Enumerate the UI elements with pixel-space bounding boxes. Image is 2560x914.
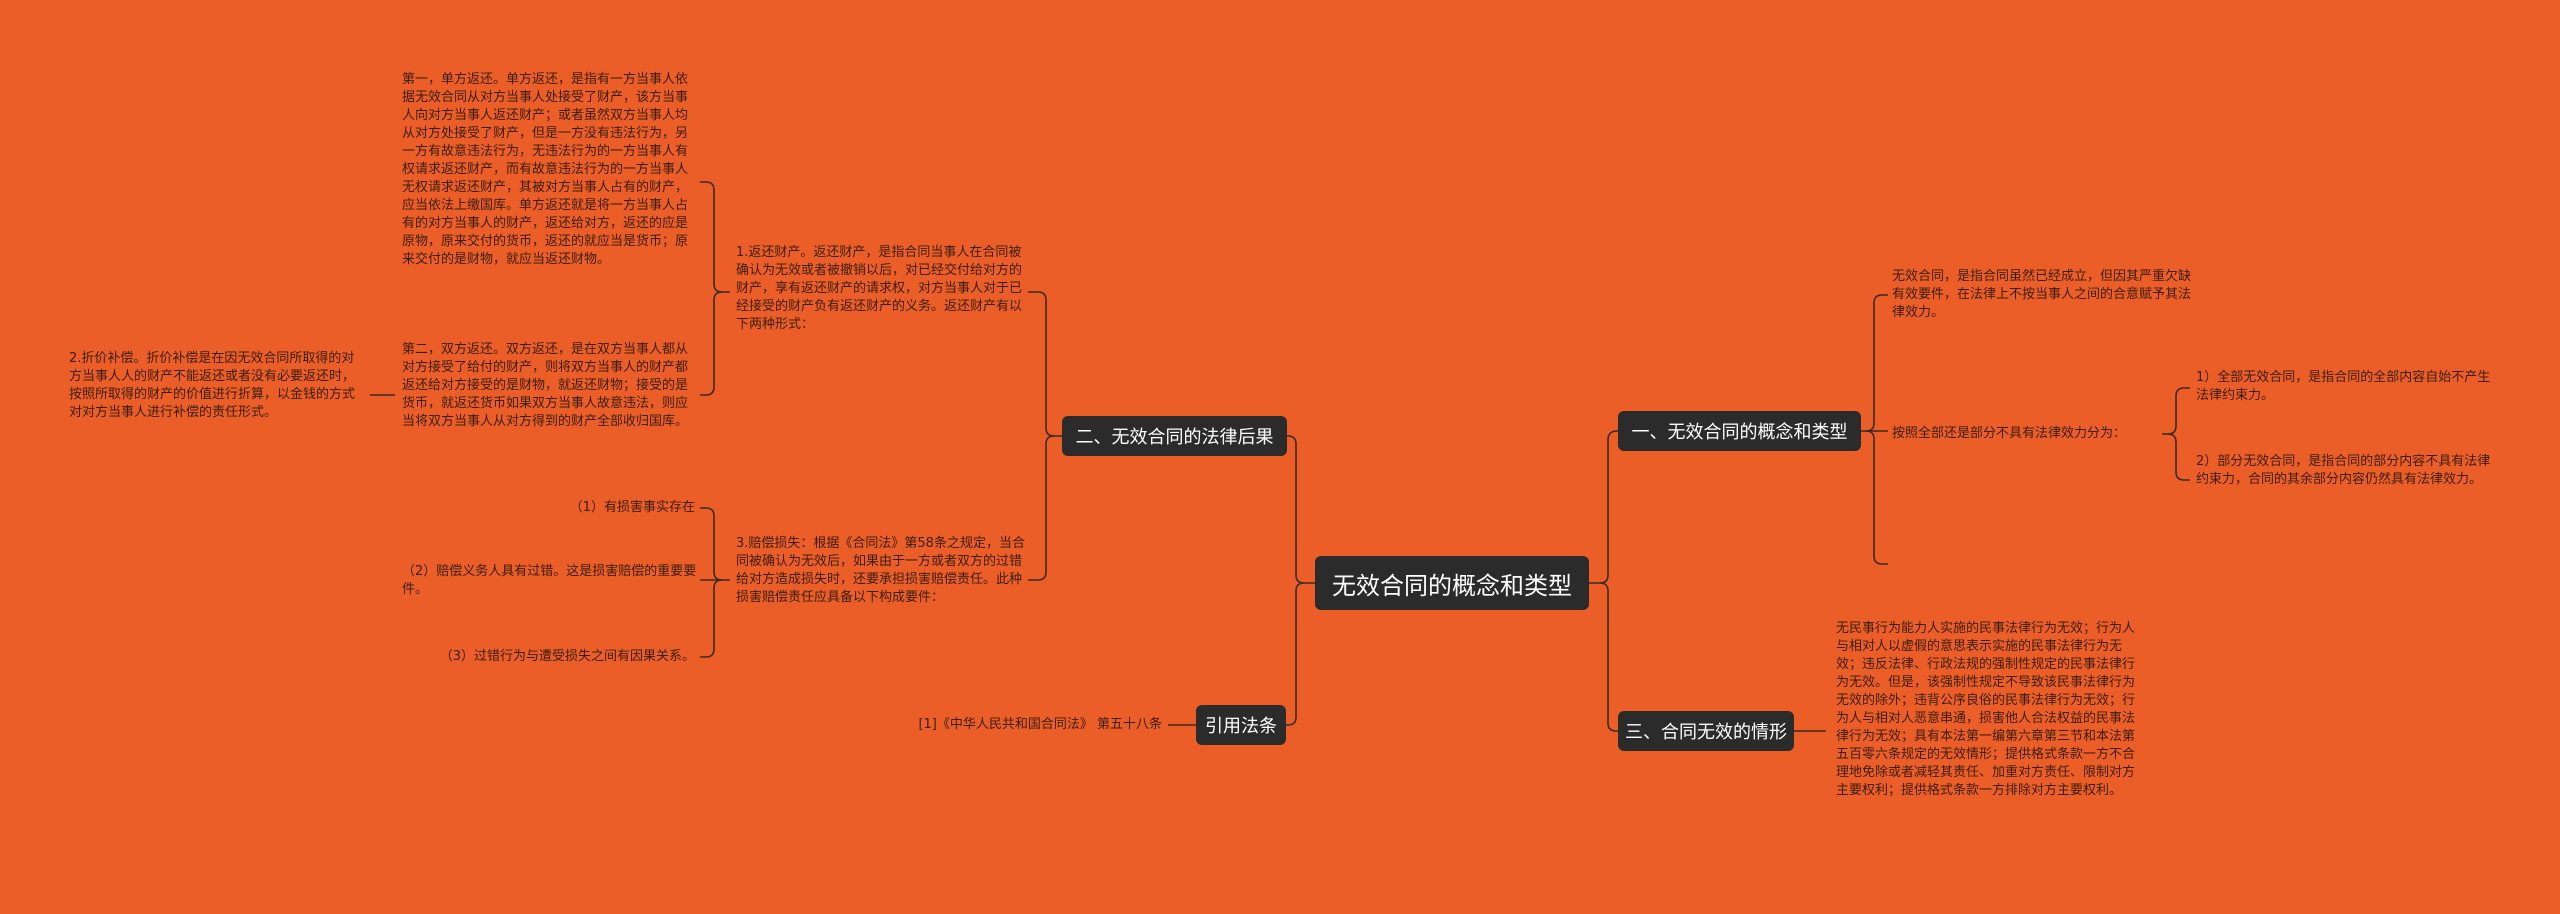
branch-legal-consequences[interactable]: 二、无效合同的法律后果 — [1062, 416, 1287, 456]
link-root-b1 — [1589, 430, 1618, 584]
link-damages-items — [700, 507, 730, 581]
leaf-compensation: 2.折价补偿。折价补偿是在因无效合同所取得的对方当事人人的财产不能返还或者没有必… — [69, 351, 356, 420]
branch-concept-and-types[interactable]: 一、无效合同的概念和类型 — [1618, 411, 1861, 451]
link-b2-damages — [1028, 435, 1055, 581]
leaf-classify-partial: 2）部分无效合同，是指合同的部分内容不具有法律约束力，合同的其余部分内容仍然具有… — [2196, 454, 2491, 487]
leaf-damages-item-3: （3）过错行为与遭受损失之间有因果关系。 — [439, 649, 695, 664]
branch-cited-law[interactable]: 引用法条 — [1196, 705, 1286, 745]
leaf-bilateral-return: 第二，双方返还。双方返还，是在双方当事人都从对方接受了给付的财产，则将双方当事人… — [402, 342, 689, 429]
link-classify-items — [2162, 387, 2190, 435]
link-root-b2 — [1287, 435, 1315, 584]
leaf-restore-property: 1.返还财产。返还财产，是指合同当事人在合同被确认为无效或者被撤销以后，对已经交… — [736, 245, 1023, 332]
leaf-invalid-situations-text: 无民事行为能力人实施的民事法律行为无效；行为人与相对人以虚假的意思表示实施的民事… — [1836, 621, 2136, 798]
link-b2-restore — [1028, 291, 1062, 437]
link-root-b3 — [1599, 582, 1618, 732]
leaf-classify-intro: 按照全部还是部分不具有法律效力分为： — [1892, 426, 2127, 441]
leaf-damages-item-1: （1）有损害事实存在 — [569, 500, 695, 515]
leaf-cited-law-text: [1]《中华人民共和国合同法》 第五十八条 — [918, 717, 1162, 732]
branch-invalid-situations[interactable]: 三、合同无效的情形 — [1618, 711, 1794, 751]
link-restore-sub — [700, 181, 730, 293]
root-topic[interactable]: 无效合同的概念和类型 — [1315, 556, 1589, 610]
leaf-damages: 3.赔偿损失：根据《合同法》第58条之规定，当合同被确认为无效后，如果由于一方或… — [736, 536, 1025, 605]
link-b1-def — [1861, 294, 1888, 432]
leaf-definition: 无效合同，是指合同虽然已经成立，但因其严重欠缺有效要件，在法律上不按当事人之间的… — [1892, 269, 2192, 320]
link-b1-bottom — [1865, 430, 1888, 565]
link-root-cite — [1286, 582, 1305, 726]
leaf-classify-full: 1）全部无效合同，是指合同的全部内容自始不产生法律约束力。 — [2196, 370, 2491, 403]
leaf-damages-item-2: （2）赔偿义务人具有过错。这是损害赔偿的重要要件。 — [402, 564, 697, 597]
leaf-unilateral-return: 第一，单方返还。单方返还，是指有一方当事人依据无效合同从对方当事人处接受了财产，… — [402, 72, 689, 267]
